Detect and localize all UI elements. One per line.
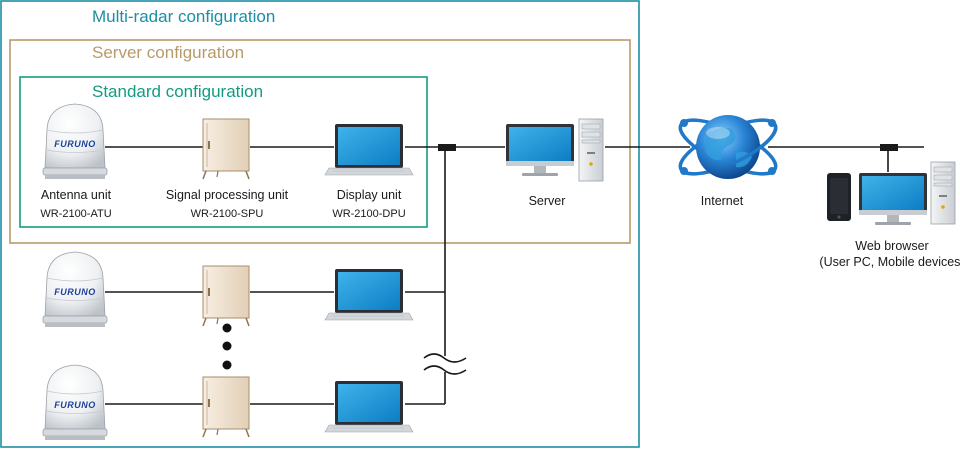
ellipsis-dots bbox=[222, 323, 232, 370]
signal-processing-unit-icon-row2 bbox=[202, 265, 250, 327]
connection-lines bbox=[105, 146, 924, 405]
server-config-box bbox=[9, 39, 631, 244]
user-pc-monitor-icon bbox=[859, 173, 927, 225]
display-unit-icon bbox=[324, 123, 414, 176]
display-unit-icon-row3 bbox=[324, 380, 414, 433]
antenna-brand-logo: FURUNO bbox=[54, 139, 96, 149]
user-pc-tower-icon bbox=[930, 161, 956, 225]
antenna-unit-icon: FURUNO bbox=[42, 103, 108, 180]
web-browser-label: Web browser bbox=[855, 239, 928, 253]
web-browser-detail: (User PC, Mobile devices) bbox=[819, 255, 960, 269]
display-unit-label: Display unit bbox=[337, 188, 402, 202]
multi-radar-title: Multi-radar configuration bbox=[92, 7, 275, 26]
signal-processing-unit-icon bbox=[202, 118, 250, 180]
display-unit-model: WR-2100-DPU bbox=[332, 208, 405, 220]
internet-globe-icon bbox=[678, 115, 778, 179]
multi-radar-box bbox=[0, 0, 640, 448]
server-monitor-icon bbox=[506, 124, 574, 176]
antenna-unit-icon-row3: FURUNO bbox=[42, 364, 108, 441]
hub-connector-bus bbox=[438, 144, 456, 151]
antenna-brand-logo: FURUNO bbox=[54, 287, 96, 297]
antenna-brand-logo: FURUNO bbox=[54, 400, 96, 410]
antenna-unit-label: Antenna unit bbox=[41, 188, 112, 202]
server-label: Server bbox=[529, 194, 566, 208]
line-break-symbol bbox=[423, 353, 467, 375]
internet-label: Internet bbox=[701, 194, 744, 208]
server-tower-icon bbox=[578, 118, 604, 182]
standard-config-box bbox=[19, 76, 428, 228]
hub-connector-browser bbox=[880, 144, 898, 151]
signal-processing-unit-label: Signal processing unit bbox=[166, 188, 289, 202]
display-unit-icon-row2 bbox=[324, 268, 414, 321]
standard-config-title: Standard configuration bbox=[92, 82, 263, 101]
signal-processing-unit-model: WR-2100-SPU bbox=[191, 208, 264, 220]
server-config-title: Server configuration bbox=[92, 43, 244, 62]
signal-processing-unit-icon-row3 bbox=[202, 376, 250, 438]
mobile-phone-icon bbox=[827, 173, 851, 221]
antenna-unit-model: WR-2100-ATU bbox=[40, 208, 111, 220]
antenna-unit-icon-row2: FURUNO bbox=[42, 251, 108, 328]
